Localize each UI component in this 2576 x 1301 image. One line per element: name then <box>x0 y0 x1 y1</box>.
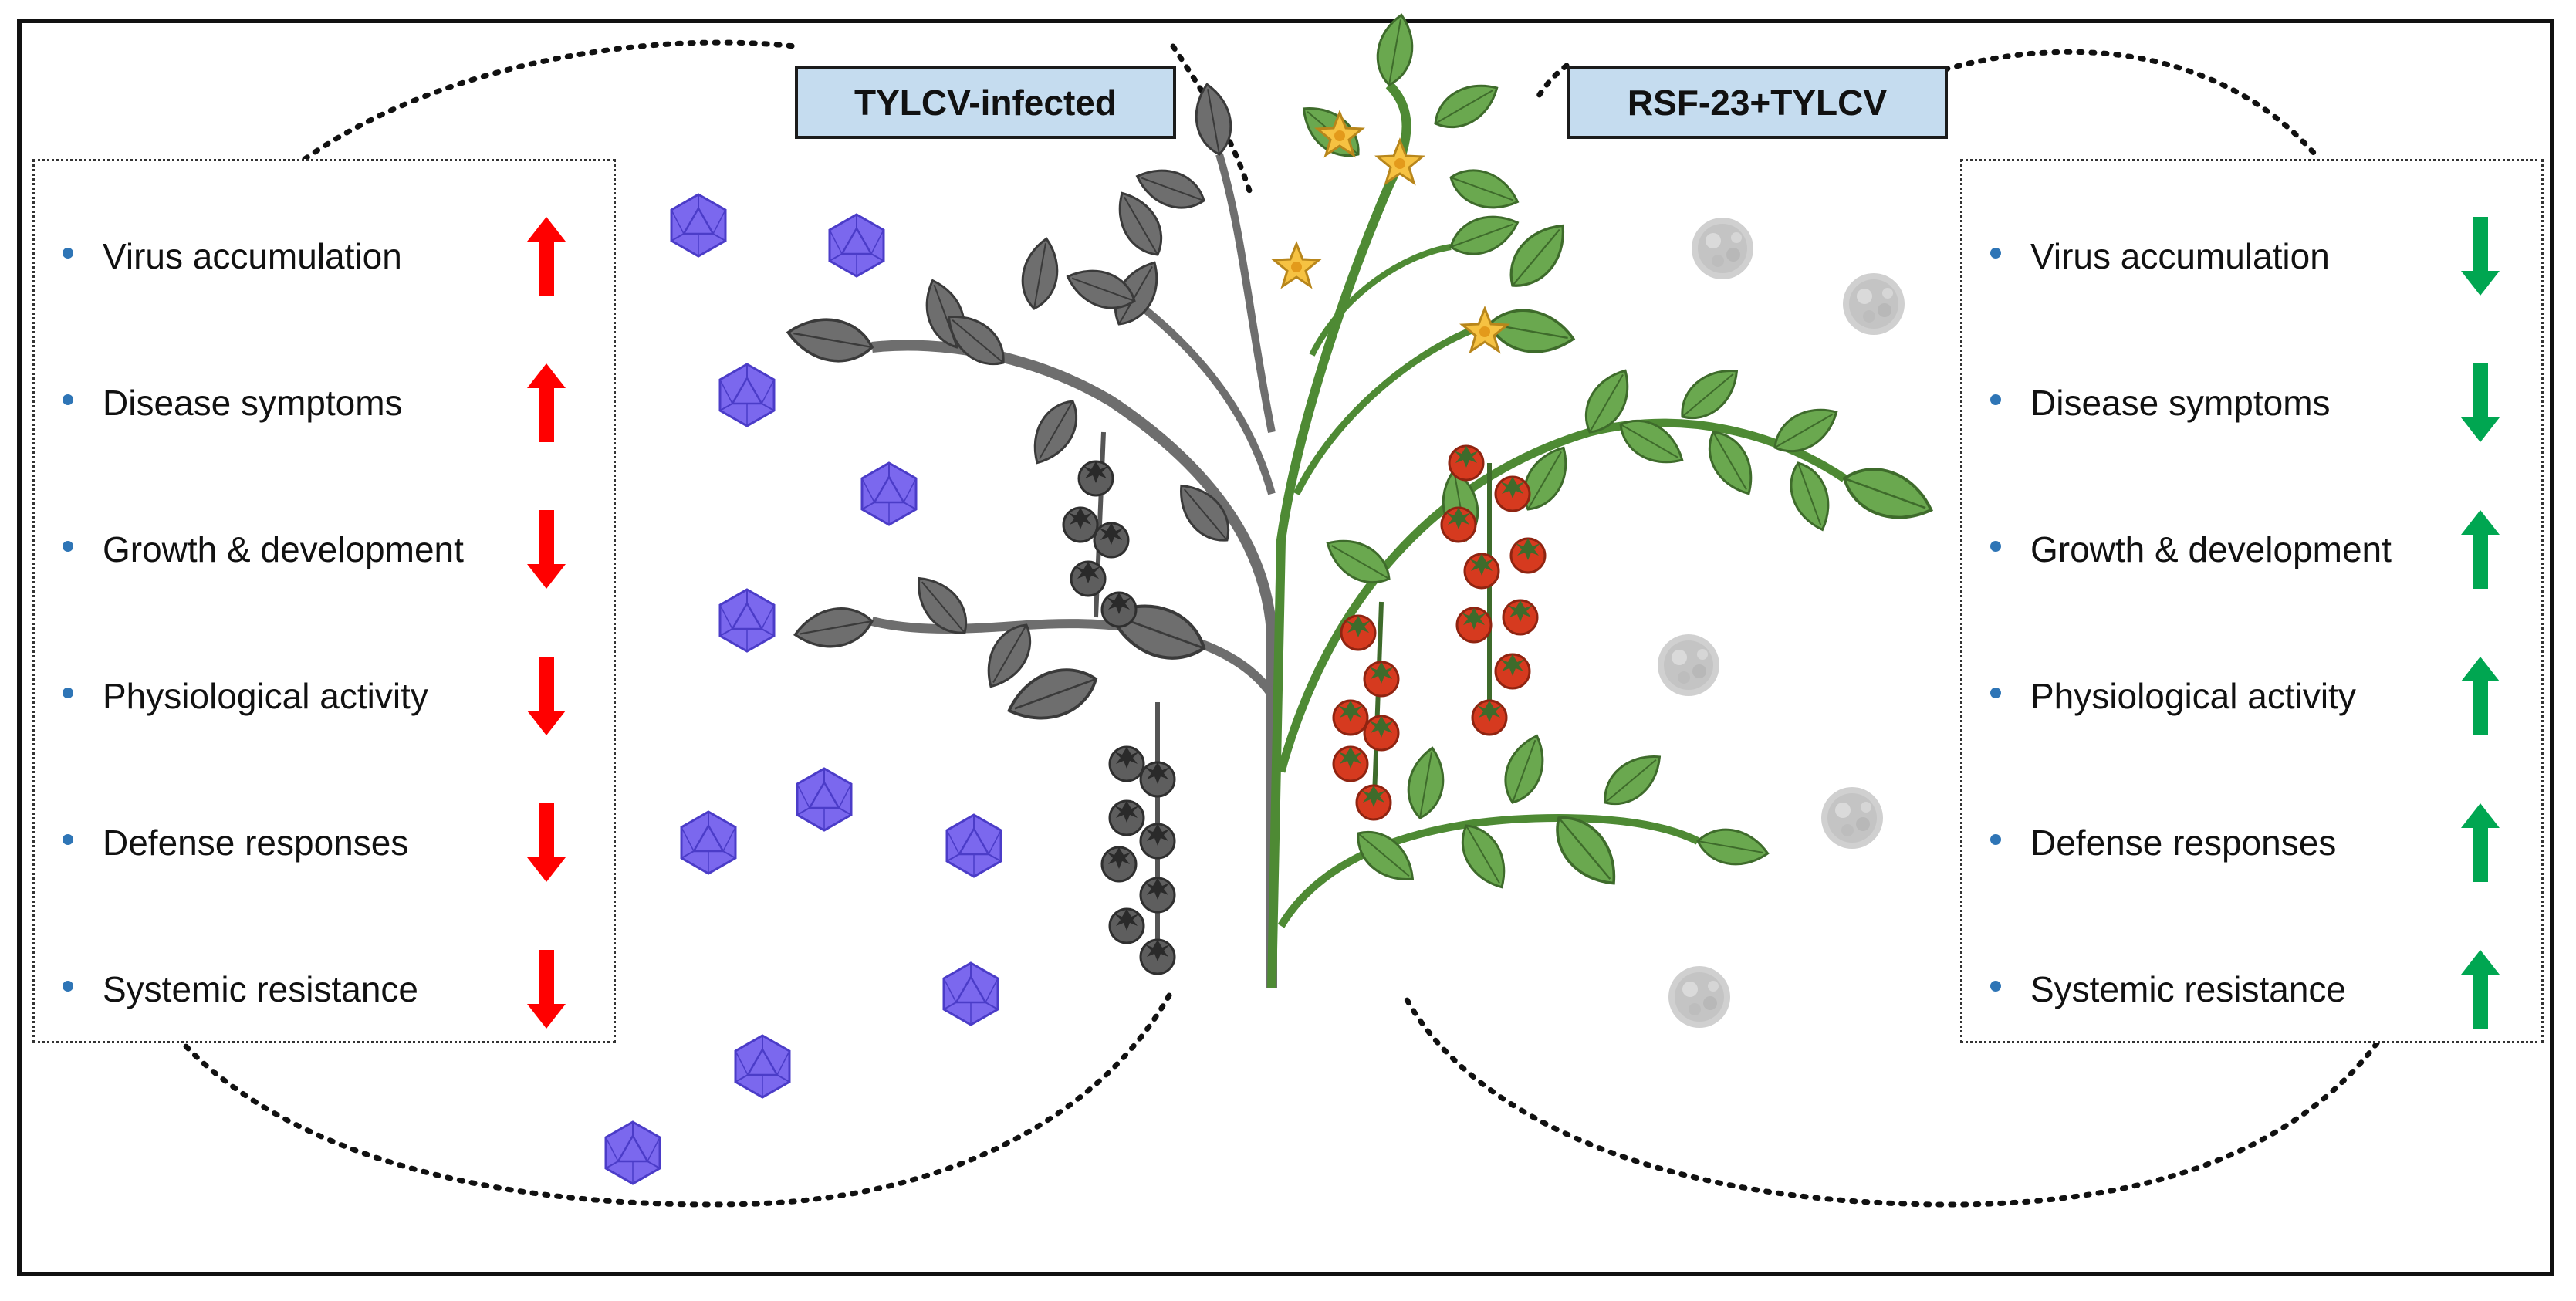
virus-particle-icon <box>718 588 776 653</box>
arrow-up-icon <box>527 363 566 442</box>
left-dotted-arc <box>182 39 1253 1208</box>
effect-label: Defense responses <box>103 823 409 863</box>
virus-particle-icon <box>828 213 885 278</box>
effect-label: Disease symptoms <box>2030 383 2331 423</box>
effect-label: Systemic resistance <box>2030 969 2347 1009</box>
inactive-virus-icon <box>1692 218 1753 279</box>
effect-row: Growth & development <box>1962 510 2541 589</box>
arrow-down-icon <box>527 510 566 589</box>
arrow-up-icon <box>2461 657 2500 735</box>
effect-row: Growth & development <box>35 510 614 589</box>
inactive-virus-icon <box>1658 634 1719 696</box>
effect-row: Physiological activity <box>35 657 614 735</box>
figure-frame <box>17 19 2554 1276</box>
effect-row: Physiological activity <box>1962 657 2541 735</box>
effect-label: Physiological activity <box>103 676 428 716</box>
virus-particle-icon <box>604 1120 661 1185</box>
flower-icon <box>1376 139 1424 184</box>
virus-particle-icon <box>670 193 727 258</box>
bullet-icon <box>63 248 73 259</box>
arrow-up-icon <box>527 217 566 296</box>
effect-row: Defense responses <box>35 803 614 882</box>
inactive-virus-icon <box>1843 273 1905 335</box>
bullet-icon <box>63 541 73 552</box>
bullet-icon <box>63 688 73 698</box>
virus-particle-icon <box>796 767 853 832</box>
effect-row: Virus accumulation <box>1962 217 2541 296</box>
effect-label: Growth & development <box>2030 529 2392 569</box>
bullet-icon <box>63 981 73 992</box>
inactive-virus-icon <box>1668 966 1730 1028</box>
effect-label: Virus accumulation <box>2030 236 2330 276</box>
inactive-virus-icon <box>1821 787 1883 849</box>
bullet-icon <box>1990 394 2001 405</box>
effect-row: Systemic resistance <box>35 950 614 1029</box>
effect-label: Growth & development <box>103 529 464 569</box>
bullet-icon <box>1990 834 2001 845</box>
arrow-down-icon <box>527 803 566 882</box>
effect-row: Systemic resistance <box>1962 950 2541 1029</box>
effect-row: Disease symptoms <box>1962 363 2541 442</box>
right-dotted-arc <box>1401 49 2380 1208</box>
bullet-icon <box>1990 981 2001 992</box>
effect-row: Virus accumulation <box>35 217 614 296</box>
bullet-icon <box>63 394 73 405</box>
arrow-up-icon <box>2461 950 2500 1029</box>
arrow-down-icon <box>2461 363 2500 442</box>
effect-row: Defense responses <box>1962 803 2541 882</box>
infected-condition-title: TYLCV-infected <box>795 66 1176 139</box>
flower-icon <box>1273 242 1320 288</box>
effect-label: Defense responses <box>2030 823 2337 863</box>
effect-label: Virus accumulation <box>103 236 402 276</box>
arrow-up-icon <box>2461 803 2500 882</box>
bullet-icon <box>1990 688 2001 698</box>
effect-row: Disease symptoms <box>35 363 614 442</box>
virus-particle-icon <box>945 813 1002 878</box>
virus-particle-icon <box>942 961 999 1026</box>
healthy-plant-half <box>1267 11 1941 988</box>
virus-particle-icon <box>680 810 737 875</box>
arrow-up-icon <box>2461 510 2500 589</box>
arrow-down-icon <box>527 950 566 1029</box>
arrow-down-icon <box>2461 217 2500 296</box>
bullet-icon <box>63 834 73 845</box>
virus-particle-icon <box>718 363 776 427</box>
effect-label: Disease symptoms <box>103 383 403 423</box>
virus-particle-icon <box>860 461 918 526</box>
infected-plant-half <box>783 80 1277 988</box>
bullet-icon <box>1990 541 2001 552</box>
effect-label: Systemic resistance <box>103 969 419 1009</box>
treated-condition-title: RSF-23+TYLCV <box>1567 66 1948 139</box>
effect-label: Physiological activity <box>2030 676 2356 716</box>
virus-particle-icon <box>734 1034 791 1099</box>
bullet-icon <box>1990 248 2001 259</box>
arrow-down-icon <box>527 657 566 735</box>
